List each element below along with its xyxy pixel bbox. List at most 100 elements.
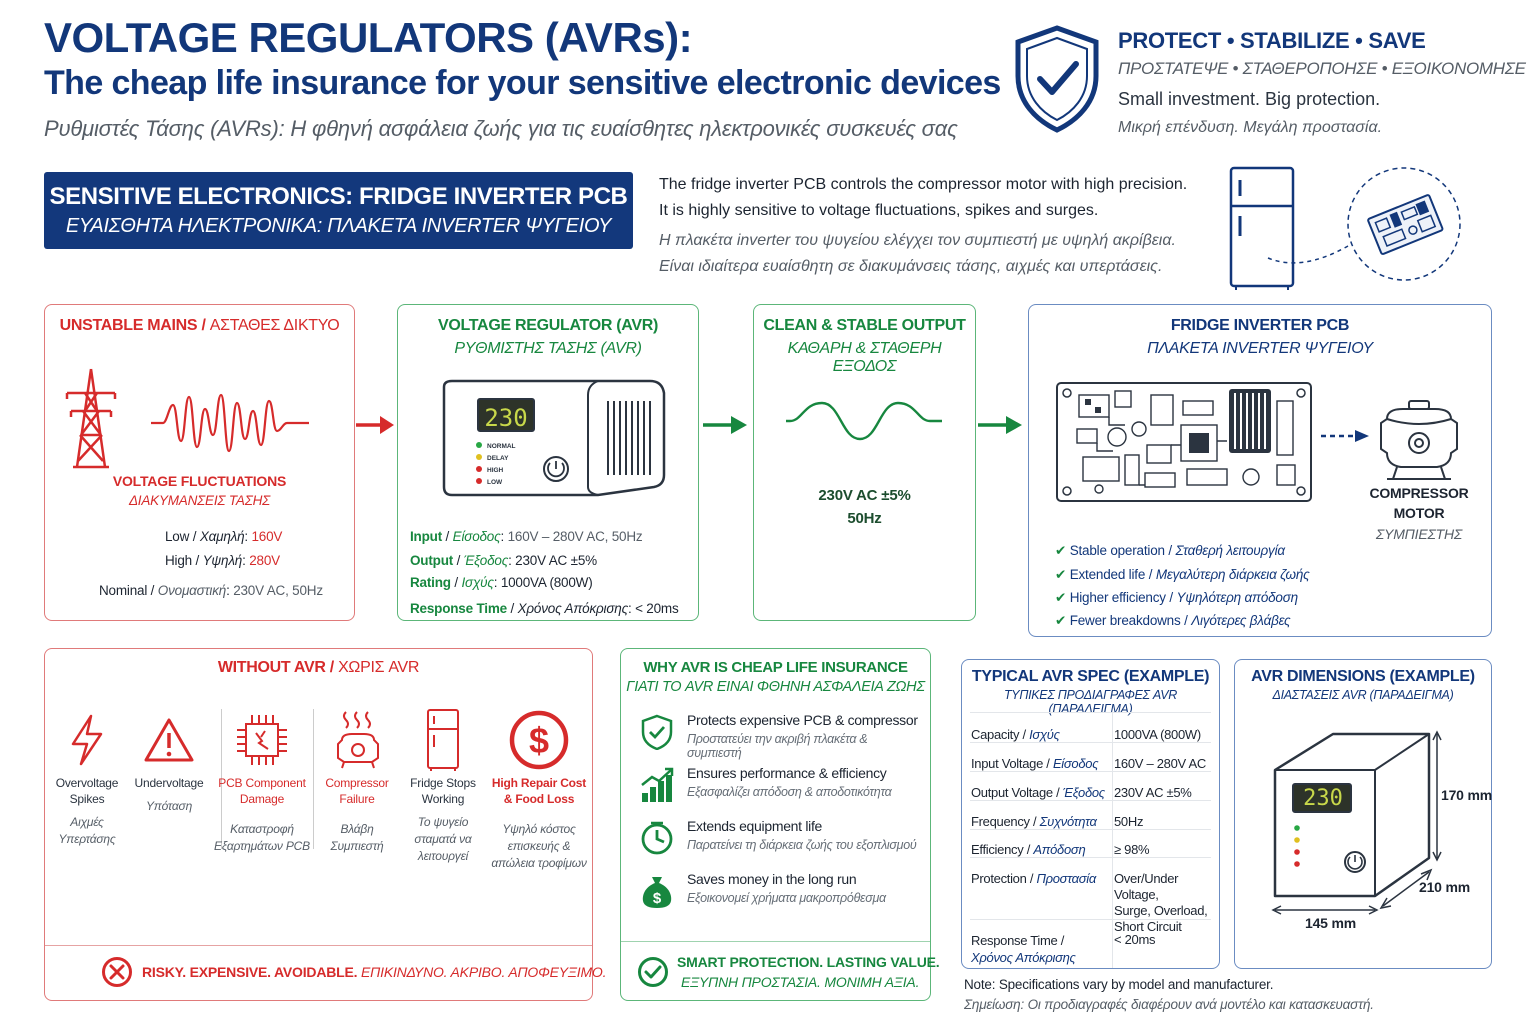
page-title: VOLTAGE REGULATORS (AVRs): <box>44 14 693 61</box>
avr-rating-line: Rating / Ισχύς: 1000VA (800W) <box>410 575 593 590</box>
avr-title-greek: ΡΥΘΜΙΣΤΗΣ ΤΑΣΗΣ (AVR) <box>454 340 642 357</box>
arrow-right-icon <box>356 416 394 434</box>
description-line: The fridge inverter PCB controls the com… <box>659 176 1188 193</box>
clock-icon <box>641 821 673 855</box>
low-label: Low <box>165 529 190 544</box>
dim-height: 170 mm <box>1441 787 1492 803</box>
section-banner: SENSITIVE ELECTRONICS: FRIDGE INVERTER P… <box>44 172 633 249</box>
banner-title: SENSITIVE ELECTRONICS: FRIDGE INVERTER P… <box>49 183 628 210</box>
hot-compressor-icon <box>337 711 379 769</box>
avr-title: VOLTAGE REGULATOR (AVR) <box>437 317 659 334</box>
dimensions-box: AVR DIMENSIONS (EXAMPLE) ΔΙΑΣΤΑΣΕΙΣ AVR … <box>1234 659 1492 969</box>
why-footer-greek: ΕΞΥΠΝΗ ΠΡΟΣΤΑΣΙΑ. ΜΟΝΙΜΗ ΑΞΙΑ. <box>681 974 920 990</box>
why-title-greek: ΓΙΑΤΙ ΤΟ AVR ΕΙΝΑΙ ΦΘΗΝΗ ΑΣΦΑΛΕΙΑ ΖΩΗΣ <box>626 679 925 695</box>
mains-title: UNSTABLE MAINS <box>59 317 198 334</box>
tagline: PROTECT • STABILIZE • SAVE <box>1118 28 1426 53</box>
spec-row: Response Time /Χρόνος Απόκρισης< 20ms <box>971 932 1156 965</box>
sine-wave-icon <box>786 401 942 441</box>
page-subtitle-greek: Ρυθμιστές Τάσης (AVRs): Η φθηνή ασφάλεια… <box>44 116 958 141</box>
why-title: WHY AVR IS CHEAP LIFE INSURANCE <box>643 659 908 676</box>
tagline-greek: ΠΡΟΣΤΑΤΕΨΕ • ΣΤΑΘΕΡΟΠΟΗΣΕ • ΕΞΟΙΚΟΝΟΜΗΣΕ <box>1118 59 1526 78</box>
low-value: 160V <box>251 529 283 544</box>
warning-icon <box>144 718 194 762</box>
fridge-pcb-illustration <box>1229 166 1461 290</box>
fluctuating-wave-icon <box>151 393 309 453</box>
mains-title-greek: ΑΣΤΑΘΕΣ ΔΙΚΤΥΟ <box>209 317 340 334</box>
without-title-greek: ΧΩΡΙΣ AVR <box>338 659 420 676</box>
dims-title: AVR DIMENSIONS (EXAMPLE) <box>1251 668 1475 685</box>
x-circle-icon <box>102 957 132 987</box>
avr-device-illustration <box>442 379 666 497</box>
compressor-label-greek: ΣΥΜΠΙΕΣΤΗΣ <box>1375 526 1463 542</box>
svg-text:$: $ <box>529 720 549 761</box>
avr-display-readout: 230 <box>484 404 528 432</box>
low-label-greek: Χαμηλή <box>199 529 245 544</box>
benefit-item: ✔ Stable operation / Σταθερή λειτουργία <box>1055 543 1285 558</box>
without-title: WITHOUT AVR <box>217 659 326 676</box>
avr-input-line: Input / Είσοδος: 160V – 280V AC, 50Hz <box>410 529 643 544</box>
fluctuations-label-greek: ΔΙΑΚΥΜΑΝΣΕΙΣ ΤΑΣΗΣ <box>128 493 271 508</box>
power-tower-icon <box>65 368 117 469</box>
pcb-title-greek: ΠΛΑΚΕΤΑ INVERTER ΨΥΓΕΙΟΥ <box>1147 340 1373 357</box>
svg-text:$: $ <box>653 890 662 907</box>
clean-title: CLEAN & STABLE OUTPUT <box>763 317 966 334</box>
divider <box>45 945 592 946</box>
pcb-title: FRIDGE INVERTER PCB <box>1170 317 1350 334</box>
avr-output-line: Output / Έξοδος: 230V AC ±5% <box>410 553 597 568</box>
growth-chart-icon <box>641 767 674 802</box>
arrow-right-icon <box>978 416 1022 434</box>
check-circle-icon <box>638 957 668 987</box>
dim-depth: 210 mm <box>1419 879 1470 895</box>
fridge-icon <box>427 709 459 771</box>
banner-title-greek: ΕΥΑΙΣΘΗΤΑ ΗΛΕΚΤΡΟΝΙΚΑ: ΠΛΑΚΕΤΑ INVERTER … <box>65 215 612 237</box>
pcb-description: The fridge inverter PCB controls the com… <box>659 172 1219 280</box>
voltage-regulator-box: VOLTAGE REGULATOR (AVR) ΡΥΘΜΙΣΤΗΣ ΤΑΣΗΣ … <box>397 304 699 621</box>
note-greek: Σημείωση: Οι προδιαγραφές διαφέρουν ανά … <box>964 997 1374 1012</box>
clean-frequency: 50Hz <box>847 510 882 527</box>
risk-undervoltage: Undervoltage Υπόταση <box>119 705 219 815</box>
avr-response-line: Response Time / Χρόνος Απόκρισης: < 20ms <box>410 601 679 616</box>
spec-row: Efficiency / Απόδοση≥ 98% <box>970 830 1211 858</box>
divider <box>313 709 314 849</box>
compressor-icon <box>1380 400 1458 480</box>
clean-voltage: 230V AC ±5% <box>818 487 911 504</box>
high-label: High <box>165 553 192 568</box>
without-footer: RISKY. EXPENSIVE. AVOIDABLE. ΕΠΙΚΙΝΔΥΝΟ.… <box>142 964 607 980</box>
high-value: 280V <box>249 553 280 568</box>
arrow-right-icon <box>703 416 747 434</box>
nominal-value: 230V AC, 50Hz <box>233 583 323 598</box>
fluctuations-label: VOLTAGE FLUCTUATIONS <box>112 473 287 489</box>
clean-title-greek: ΚΑΘΑΡΗ & ΣΤΑΘΕΡΗ ΕΞΟΔΟΣ <box>787 340 942 375</box>
nominal-label: Nominal <box>99 583 148 598</box>
dollar-icon: $ <box>509 710 569 770</box>
divider <box>621 941 930 942</box>
nominal-label-greek: Ονομαστική <box>157 583 227 598</box>
nominal-voltage-line: Nominal / Ονομαστική: 230V AC, 50Hz <box>99 583 323 598</box>
spec-box: TYPICAL AVR SPEC (EXAMPLE) ΤΥΠΙΚΕΣ ΠΡΟΔΙ… <box>961 659 1220 969</box>
high-label-greek: Υψηλή <box>202 553 243 568</box>
description-line: It is highly sensitive to voltage fluctu… <box>659 202 1099 219</box>
dashed-arrow-icon <box>1321 430 1369 442</box>
pcb-zoom-icon <box>1367 194 1444 255</box>
fridge-icon <box>1229 166 1295 290</box>
dims-display-readout: 230 <box>1303 786 1343 811</box>
chip-damage-icon <box>237 715 287 765</box>
slogan: Small investment. Big protection. <box>1118 89 1381 109</box>
slogan-greek: Μικρή επένδυση. Μεγάλη προστασία. <box>1118 119 1383 136</box>
shield-check-icon <box>641 714 673 750</box>
compressor-label: COMPRESSOR <box>1369 485 1469 501</box>
benefit-item: ✔ Extended life / Μεγαλύτερη διάρκεια ζω… <box>1055 567 1310 582</box>
